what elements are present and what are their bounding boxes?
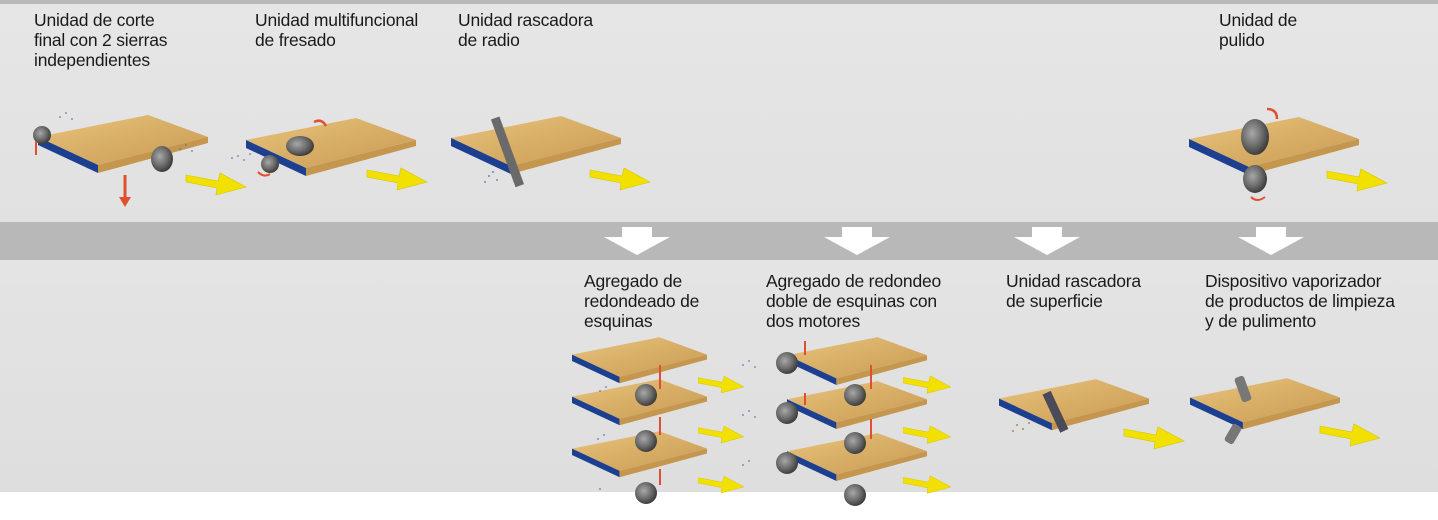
- unit-label-surface-scraper: Unidad rascadora de superficie: [1006, 271, 1141, 311]
- unit-label-spray-device: Dispositivo vaporizador de productos de …: [1205, 271, 1395, 331]
- flow-arrow-down-3: [1014, 227, 1080, 255]
- top-border: [0, 0, 1438, 4]
- figure-double-corner-rounding: [735, 335, 955, 515]
- unit-label-radius-scraper: Unidad rascadora de radio: [458, 10, 593, 50]
- figure-multifunction-milling: [228, 110, 428, 195]
- unit-label-polishing: Unidad de pulido: [1219, 10, 1297, 50]
- flow-arrow-down-1: [604, 227, 670, 255]
- bottom-margin: [0, 492, 1438, 515]
- bottom-row-background: [0, 260, 1438, 492]
- figure-surface-scraper: [995, 375, 1195, 455]
- flow-separator-band: [0, 222, 1438, 260]
- figure-radius-scraper: [445, 110, 665, 195]
- flow-arrow-down-2: [824, 227, 890, 255]
- flow-arrow-down-4: [1238, 227, 1304, 255]
- figure-corner-rounding: [570, 335, 745, 515]
- figure-end-cutting: [30, 105, 247, 207]
- unit-label-corner-rounding: Agregado de redondeado de esquinas: [584, 271, 700, 331]
- unit-label-double-corner-rounding: Agregado de redondeo doble de esquinas c…: [766, 271, 942, 331]
- unit-label-end-cutting: Unidad de corte final con 2 sierras inde…: [34, 10, 168, 70]
- figure-polishing: [1185, 105, 1400, 205]
- figure-spray-device: [1188, 372, 1393, 452]
- unit-label-multifunction-milling: Unidad multifuncional de fresado: [255, 10, 419, 50]
